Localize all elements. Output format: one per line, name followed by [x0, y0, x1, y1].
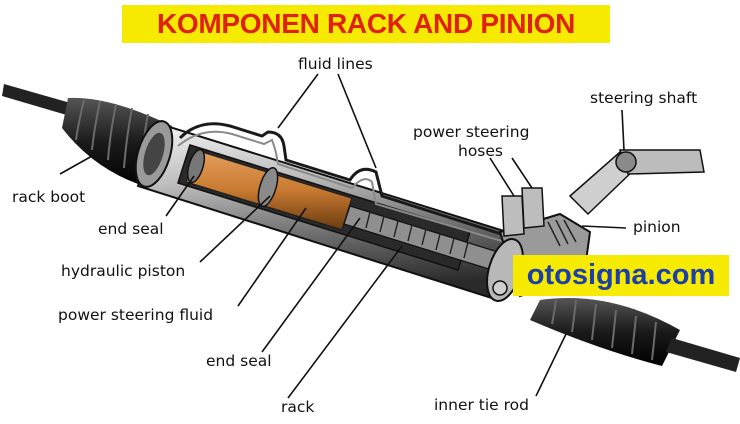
label-power-steering-hoses-line1: power steering [413, 123, 530, 141]
page-title: KOMPONEN RACK AND PINION [157, 8, 575, 39]
label-power-steering-fluid: power steering fluid [58, 306, 214, 324]
right-tie-rod [666, 338, 740, 372]
power-steering-hose-ports [501, 187, 545, 237]
leader-steering-shaft [621, 109, 625, 151]
watermark-text: otosigna.com [526, 259, 716, 291]
leader-power-steering-hoses [489, 157, 533, 197]
label-pinion: pinion [633, 218, 681, 236]
label-power-steering-hoses-line2: hoses [458, 142, 503, 160]
label-end-seal-left: end seal [98, 220, 164, 238]
leader-rack [287, 245, 403, 399]
rack-shaft [343, 205, 499, 271]
hydraulic-piston [185, 148, 353, 231]
leader-rack-boot [59, 155, 93, 175]
label-rack-boot: rack boot [12, 188, 86, 206]
right-rack-boot [530, 298, 680, 366]
fluid-lines [177, 122, 515, 245]
watermark-banner: otosigna.com [513, 255, 729, 296]
leader-power-steering-fluid [237, 207, 307, 307]
leader-inner-tie-rod [535, 333, 567, 397]
label-inner-tie-rod: inner tie rod [434, 396, 529, 414]
label-rack: rack [281, 398, 315, 416]
label-end-seal-right: end seal [206, 352, 272, 370]
steering-shaft [568, 149, 705, 216]
label-fluid-lines: fluid lines [298, 55, 373, 73]
leader-pinion [581, 225, 627, 229]
label-steering-shaft: steering shaft [590, 89, 698, 107]
leader-hydraulic-piston [199, 195, 271, 263]
leader-end-seal-right [261, 217, 361, 353]
leader-lines [59, 73, 627, 399]
label-hydraulic-piston: hydraulic piston [61, 262, 186, 280]
leader-end-seal-left [165, 175, 195, 217]
title-banner: KOMPONEN RACK AND PINION [122, 5, 610, 43]
leader-fluid-lines [277, 73, 377, 169]
left-tie-rod [2, 84, 74, 116]
